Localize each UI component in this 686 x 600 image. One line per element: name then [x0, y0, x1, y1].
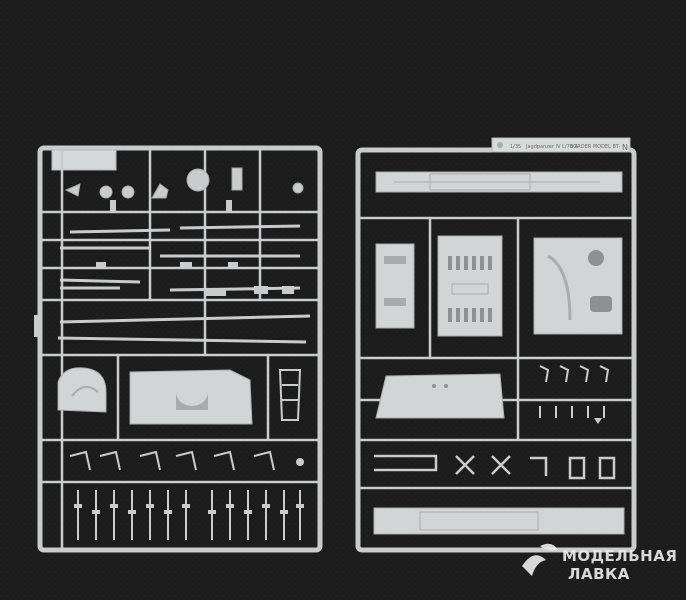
sprue-left-tag	[51, 149, 117, 171]
bird-logo-icon	[522, 543, 558, 576]
rod-parts	[57, 224, 311, 344]
sprue-right: 1/35 Jagdpanzer IV L/70 A BORDER MODEL B…	[355, 137, 637, 553]
sprue-left	[34, 145, 323, 553]
sprue-right-tag	[491, 137, 631, 153]
fender-bottom-part	[373, 507, 625, 535]
sprue-right-tag-scale: 1/35	[510, 144, 521, 150]
engine-deck-part	[437, 235, 503, 337]
link-parts	[77, 490, 301, 540]
watermark-line1: МОДЕЛЬНАЯ	[562, 547, 677, 565]
hatch-parts	[64, 167, 304, 199]
sprue-right-tag-letter: N	[622, 143, 628, 152]
hull-plate-part	[129, 369, 253, 425]
watermark-line2: ЛАВКА	[568, 565, 630, 583]
watermark: МОДЕЛЬНАЯ ЛАВКА	[522, 543, 677, 583]
glacis-plate-part	[375, 373, 505, 419]
mantlet-part	[57, 367, 107, 413]
side-bracket-part	[375, 243, 415, 329]
sprue-left-frame	[37, 145, 323, 553]
sprue-right-tag-maker: BORDER MODEL BT-	[570, 144, 620, 150]
rear-plate-part	[533, 237, 623, 335]
fender-top-part	[375, 171, 623, 193]
lower-bracket-parts	[374, 454, 616, 480]
sprue-right-tag-title: Jagdpanzer IV L/70 A	[525, 144, 579, 150]
fittings-parts	[539, 365, 610, 424]
frame-part	[278, 369, 302, 421]
small-parts	[96, 200, 294, 296]
suspension-parts	[69, 450, 275, 471]
